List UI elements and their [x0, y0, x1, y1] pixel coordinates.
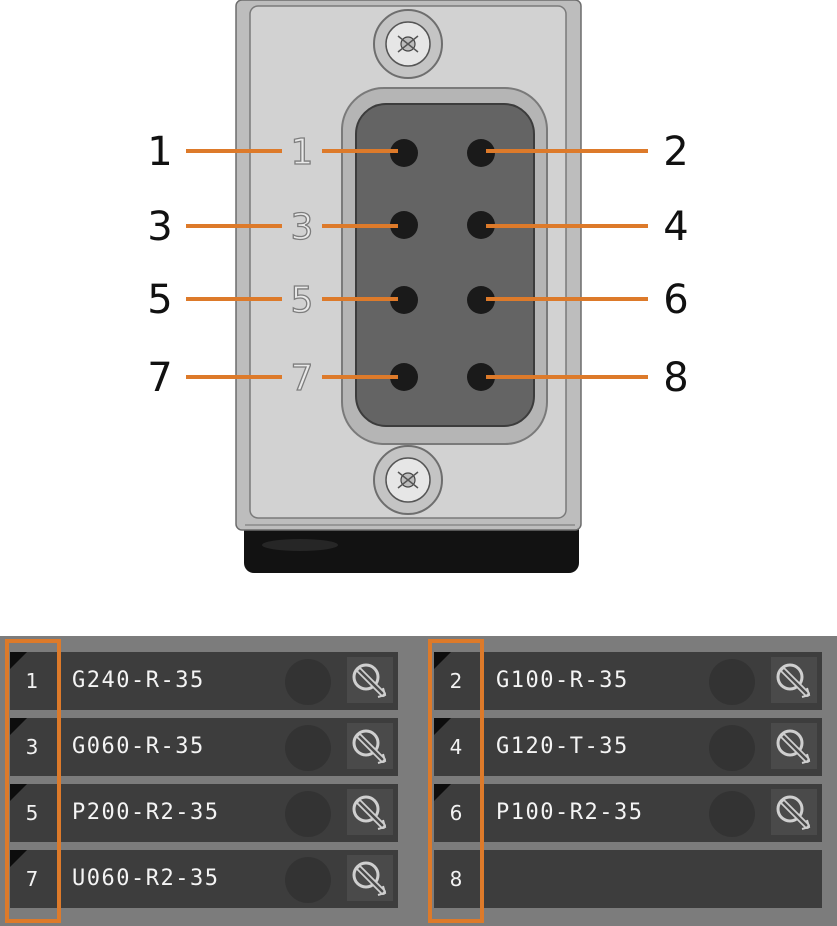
- slot-tool-name: G120-T-35: [496, 734, 629, 759]
- slot-number: 7: [25, 867, 39, 891]
- embossed-label-1: 1: [291, 132, 314, 173]
- pin-hole-5: [390, 286, 418, 314]
- slot-row-2[interactable]: 2 G100-R-35: [434, 652, 822, 710]
- callout-1: 1: [147, 129, 172, 175]
- callout-5: 5: [147, 277, 172, 323]
- tool-edit-icon[interactable]: [771, 723, 817, 769]
- status-dot-icon: [285, 791, 331, 837]
- slot-row-1[interactable]: 1 G240-R-35: [10, 652, 398, 710]
- slot-tool-name: P200-R2-35: [72, 800, 220, 825]
- tool-edit-icon[interactable]: [771, 789, 817, 835]
- slot-tool-name: U060-R2-35: [72, 866, 220, 891]
- pin-hole-4: [467, 211, 495, 239]
- pin-holes: [390, 139, 495, 391]
- slot-number-highlight-left: [5, 639, 61, 923]
- pin-hole-6: [467, 286, 495, 314]
- status-dot-icon: [709, 791, 755, 837]
- callout-6: 6: [663, 277, 688, 323]
- callout-8: 8: [663, 355, 688, 401]
- pin-hole-7: [390, 363, 418, 391]
- status-dot-icon: [709, 659, 755, 705]
- status-dot-icon: [709, 725, 755, 771]
- slot-corner-marker: [10, 718, 27, 735]
- slot-corner-marker: [434, 718, 451, 735]
- slot-row-4[interactable]: 4 G120-T-35: [434, 718, 822, 776]
- slot-tool-name: P100-R2-35: [496, 800, 644, 825]
- slot-number: 5: [25, 801, 39, 825]
- slot-corner-marker: [10, 652, 27, 669]
- embossed-label-5: 5: [291, 280, 314, 321]
- callout-2: 2: [663, 129, 688, 175]
- top-screw-icon: [373, 9, 443, 79]
- socket-cavity: [355, 103, 535, 427]
- slot-number: 2: [449, 669, 463, 693]
- slot-tool-name: G240-R-35: [72, 668, 205, 693]
- slot-row-8[interactable]: 8: [434, 850, 822, 908]
- slot-row-6[interactable]: 6 P100-R2-35: [434, 784, 822, 842]
- tool-edit-icon[interactable]: [771, 657, 817, 703]
- callout-3: 3: [147, 204, 172, 250]
- base-slot: [262, 539, 338, 551]
- slot-corner-marker: [434, 652, 451, 669]
- slot-number: 4: [449, 735, 463, 759]
- bottom-screw-icon: [373, 445, 443, 515]
- slot-number-highlight-right: [428, 639, 484, 923]
- embossed-label-3: 3: [291, 207, 314, 248]
- slot-number: 6: [449, 801, 463, 825]
- callout-4: 4: [663, 204, 688, 250]
- pin-hole-2: [467, 139, 495, 167]
- embossed-label-7: 7: [291, 358, 314, 399]
- pin-hole-1: [390, 139, 418, 167]
- tool-edit-icon[interactable]: [347, 855, 393, 901]
- slot-tool-name: G100-R-35: [496, 668, 629, 693]
- pin-hole-3: [390, 211, 418, 239]
- tool-edit-icon[interactable]: [347, 723, 393, 769]
- slot-row-7[interactable]: 7 U060-R2-35: [10, 850, 398, 908]
- slot-corner-marker: [10, 850, 27, 867]
- callout-7: 7: [147, 355, 172, 401]
- status-dot-icon: [285, 857, 331, 903]
- status-dot-icon: [285, 659, 331, 705]
- slot-corner-marker: [434, 784, 451, 801]
- slot-row-3[interactable]: 3 G060-R-35: [10, 718, 398, 776]
- slot-corner-marker: [10, 784, 27, 801]
- status-dot-icon: [285, 725, 331, 771]
- pin-hole-8: [467, 363, 495, 391]
- tool-edit-icon[interactable]: [347, 789, 393, 835]
- slot-tool-name: G060-R-35: [72, 734, 205, 759]
- slot-number: 8: [449, 867, 463, 891]
- tool-edit-icon[interactable]: [347, 657, 393, 703]
- connector-illustration: 1 3 5 7 1 3 5 7 2 4 6 8: [147, 0, 689, 573]
- slot-row-5[interactable]: 5 P200-R2-35: [10, 784, 398, 842]
- slot-number: 3: [25, 735, 39, 759]
- slot-number: 1: [25, 669, 39, 693]
- tool-slot-panel: 1 G240-R-35 3 G060-R-35 5 P200-R2-35: [0, 636, 837, 926]
